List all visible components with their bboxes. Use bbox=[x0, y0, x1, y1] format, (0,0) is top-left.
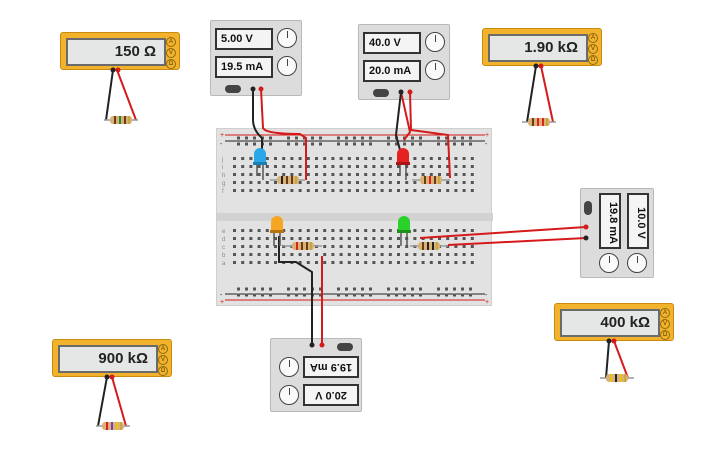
current-knob[interactable] bbox=[599, 253, 619, 273]
row-letter: a bbox=[222, 261, 226, 267]
mode-ohm[interactable]: Ω bbox=[660, 330, 670, 340]
mode-v[interactable]: V bbox=[166, 48, 176, 58]
voltage-knob[interactable] bbox=[425, 32, 445, 52]
rail-sign: + bbox=[220, 299, 224, 306]
resistor[interactable] bbox=[104, 116, 138, 124]
row-letter: h bbox=[222, 173, 225, 179]
power-supply-3-current-box: 19.8 mA bbox=[599, 193, 621, 249]
meter-3-probes[interactable] bbox=[97, 374, 127, 427]
power-supply-4-voltage-box: 20.0 V bbox=[303, 384, 359, 406]
power-switch[interactable] bbox=[337, 343, 353, 351]
mode-v[interactable]: V bbox=[588, 44, 598, 54]
current-knob[interactable] bbox=[425, 60, 445, 80]
led-blue[interactable] bbox=[253, 148, 267, 180]
mode-ohm[interactable]: Ω bbox=[158, 366, 168, 376]
resistor[interactable] bbox=[600, 374, 634, 382]
power-switch[interactable] bbox=[373, 89, 389, 97]
meter-4-probes[interactable] bbox=[605, 338, 629, 379]
voltage-knob[interactable] bbox=[277, 28, 297, 48]
mode-a[interactable]: A bbox=[588, 33, 598, 43]
multimeter-2-display: 1.90 kΩ bbox=[488, 34, 588, 62]
current-knob[interactable] bbox=[279, 357, 299, 377]
power-supply-4[interactable]: 19.9 mA 20.0 V bbox=[270, 338, 362, 412]
resistor[interactable] bbox=[522, 118, 556, 126]
psu-1-wires[interactable] bbox=[250, 86, 307, 181]
resistor[interactable] bbox=[270, 176, 305, 184]
row-letter: g bbox=[222, 181, 225, 187]
voltage-knob[interactable] bbox=[279, 385, 299, 405]
row-letter: i bbox=[222, 165, 223, 171]
multimeter-1[interactable]: 150 Ω A V Ω bbox=[60, 32, 180, 70]
power-supply-4-current-box: 19.9 mA bbox=[303, 356, 359, 378]
power-switch[interactable] bbox=[225, 85, 241, 93]
row-letter: c bbox=[222, 245, 225, 251]
multimeter-4-display: 400 kΩ bbox=[560, 309, 660, 337]
row-letter: d bbox=[222, 237, 225, 243]
power-switch[interactable] bbox=[584, 201, 592, 215]
row-letter: e bbox=[222, 229, 226, 235]
power-supply-3-voltage-box: 10.0 V bbox=[627, 193, 649, 249]
power-supply-1[interactable]: 5.00 V 19.5 mA bbox=[210, 20, 302, 96]
row-letter: b bbox=[222, 253, 226, 259]
rail-sign: - bbox=[485, 292, 488, 299]
multimeter-3-mode-dial[interactable]: A V Ω bbox=[158, 344, 168, 377]
resistor[interactable] bbox=[410, 242, 448, 250]
rail-sign: + bbox=[220, 132, 224, 139]
mode-v[interactable]: V bbox=[660, 319, 670, 329]
mode-ohm[interactable]: Ω bbox=[166, 59, 176, 69]
rail-sign: + bbox=[485, 132, 489, 139]
led-orange[interactable] bbox=[270, 216, 284, 246]
meter-1-probes[interactable] bbox=[105, 67, 137, 121]
power-supply-1-voltage: 5.00 V bbox=[215, 28, 273, 50]
mode-a[interactable]: A bbox=[158, 344, 168, 354]
power-supply-3[interactable]: 19.8 mA 10.0 V bbox=[580, 188, 654, 278]
power-supply-1-current: 19.5 mA bbox=[215, 56, 273, 78]
psu-3-wires[interactable] bbox=[419, 224, 589, 246]
mode-v[interactable]: V bbox=[158, 355, 168, 365]
resistor[interactable] bbox=[96, 422, 130, 430]
rail-sign: - bbox=[485, 141, 488, 148]
current-knob[interactable] bbox=[277, 56, 297, 76]
psu-2-wires[interactable] bbox=[394, 89, 451, 179]
multimeter-4[interactable]: 400 kΩ A V Ω bbox=[554, 303, 674, 341]
multimeter-4-mode-dial[interactable]: A V Ω bbox=[660, 308, 670, 341]
row-letter: f bbox=[222, 189, 224, 195]
mode-a[interactable]: A bbox=[166, 37, 176, 47]
resistor[interactable] bbox=[412, 176, 450, 184]
rail-sign: + bbox=[485, 299, 489, 306]
led-red[interactable] bbox=[396, 148, 410, 180]
power-supply-2-current: 20.0 mA bbox=[363, 60, 421, 82]
psu-4-wires[interactable] bbox=[278, 236, 325, 348]
multimeter-1-display: 150 Ω bbox=[66, 38, 166, 66]
multimeter-1-mode-dial[interactable]: A V Ω bbox=[166, 37, 176, 70]
multimeter-2[interactable]: 1.90 kΩ A V Ω bbox=[482, 28, 602, 66]
meter-2-probes[interactable] bbox=[526, 63, 554, 123]
voltage-knob[interactable] bbox=[627, 253, 647, 273]
multimeter-2-mode-dial[interactable]: A V Ω bbox=[588, 33, 598, 66]
power-supply-2[interactable]: 40.0 V 20.0 mA bbox=[358, 24, 450, 100]
resistor[interactable] bbox=[283, 242, 322, 250]
mode-a[interactable]: A bbox=[660, 308, 670, 318]
led-green[interactable] bbox=[397, 216, 411, 246]
rail-sign: - bbox=[220, 292, 223, 299]
power-supply-2-voltage: 40.0 V bbox=[363, 32, 421, 54]
rail-sign: - bbox=[220, 141, 223, 148]
multimeter-3-display: 900 kΩ bbox=[58, 345, 158, 373]
mode-ohm[interactable]: Ω bbox=[588, 55, 598, 65]
row-letter: j bbox=[221, 157, 223, 163]
multimeter-3[interactable]: 900 kΩ A V Ω bbox=[52, 339, 172, 377]
